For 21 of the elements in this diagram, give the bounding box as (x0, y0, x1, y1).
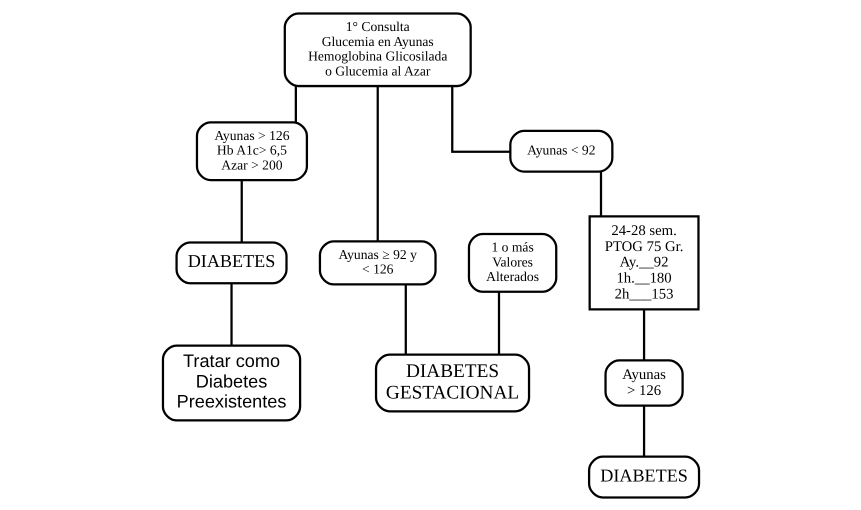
connector (450, 86, 510, 152)
node-box: DIABETES GESTACIONAL (374, 353, 530, 412)
node-box: 24-28 sem. PTOG 75 Gr. Ay.__92 1h.__180 2h___153 (588, 214, 700, 310)
node-box: DIABETES (587, 455, 700, 498)
node-box: Ayunas > 126 (604, 358, 684, 406)
connector (642, 405, 645, 456)
connector (497, 291, 500, 354)
connector (404, 284, 406, 354)
node-box: 1° Consulta Glucemia en Ayunas Hemoglobina Glicosilada o Glucemia al Azar (283, 12, 472, 87)
connector (240, 180, 242, 242)
connector (642, 309, 645, 360)
node-box: Ayunas ≥ 92 y < 126 (318, 240, 436, 286)
node-box: Ayunas > 126 Hb A1c> 6,5 Azar > 200 (195, 120, 308, 181)
node-box: Tratar como Diabetes Preexistentes (161, 344, 301, 422)
connector (376, 86, 378, 241)
connector (599, 171, 602, 216)
connector (230, 283, 232, 345)
connector (294, 86, 296, 122)
node-box: 1 o más Valores Alterados (467, 232, 557, 292)
node-box: DIABETES (174, 240, 288, 284)
node-box: Ayunas < 92 (508, 129, 613, 172)
